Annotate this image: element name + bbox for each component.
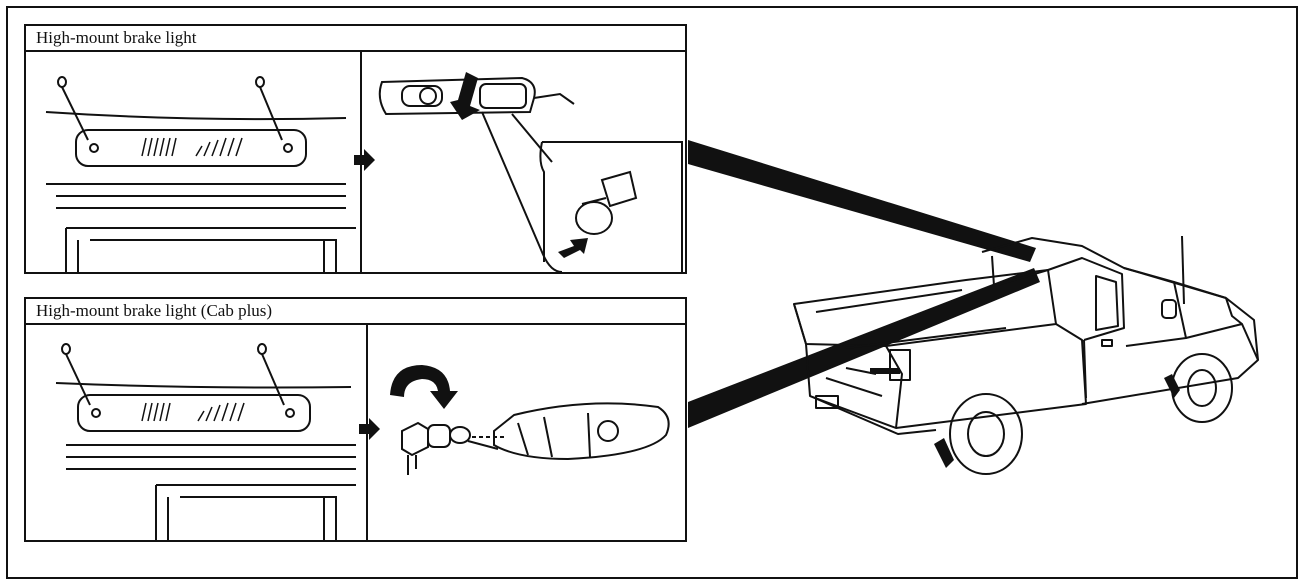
top-panel-title: High-mount brake light xyxy=(26,26,685,52)
diagram-frame xyxy=(6,6,1298,579)
pickup-truck-illustration xyxy=(793,235,1259,475)
top-panel: High-mount brake light xyxy=(24,24,687,274)
pull-arrow-icon xyxy=(558,238,588,258)
bottom-lamp-screws-illustration xyxy=(55,343,356,540)
rotate-arrow-icon xyxy=(450,72,480,120)
bottom-bulb-removal-illustration xyxy=(390,365,670,475)
rotate-arrow-icon xyxy=(390,365,458,409)
step-arrow-icon xyxy=(359,418,380,440)
bottom-panel: High-mount brake light (Cab plus) xyxy=(24,297,687,542)
screw-icon xyxy=(57,76,89,141)
top-bulb-removal-illustration xyxy=(378,72,683,273)
top-lamp-screws-illustration xyxy=(45,76,356,272)
step-arrow-icon xyxy=(354,149,375,171)
bottom-panel-title: High-mount brake light (Cab plus) xyxy=(26,299,685,325)
